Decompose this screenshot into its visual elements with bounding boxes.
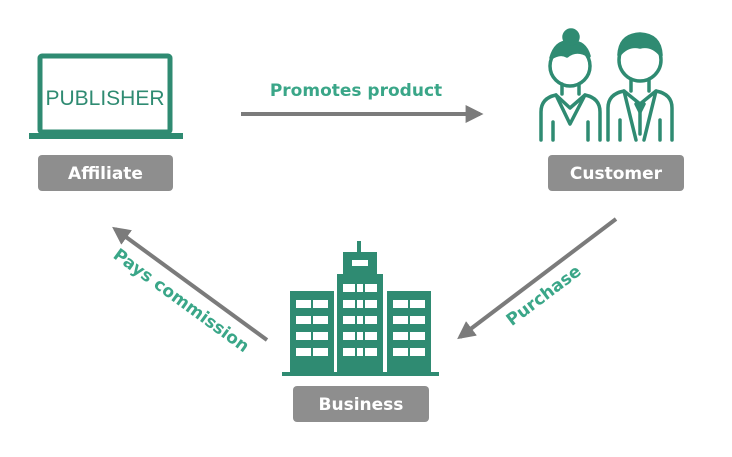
affiliate-label: Affiliate [68, 164, 143, 184]
pays-arrow [112, 226, 269, 342]
affiliate-node: PUBLISHER Affiliate [29, 53, 183, 191]
business-label: Business [319, 395, 404, 415]
promotes-label: Promotes product [270, 81, 442, 101]
people-icon [539, 28, 674, 142]
edge-promotes: Promotes product [241, 81, 484, 123]
screen-text: PUBLISHER [45, 87, 164, 110]
purchase-arrow [457, 217, 618, 340]
building-icon [282, 241, 439, 376]
customer-label: Customer [570, 164, 663, 184]
business-node: Business [282, 241, 439, 422]
edge-pays: Pays commission [109, 226, 269, 357]
customer-node: Customer [539, 28, 684, 191]
laptop-icon: PUBLISHER [29, 53, 183, 139]
edge-purchase: Purchase [457, 217, 618, 340]
window-separators [311, 284, 410, 356]
business-label-badge [293, 386, 429, 422]
woman-icon [539, 28, 602, 142]
man-icon [606, 32, 674, 142]
affiliate-label-badge [38, 155, 173, 191]
customer-label-badge [548, 155, 684, 191]
pays-label: Pays commission [109, 245, 253, 357]
